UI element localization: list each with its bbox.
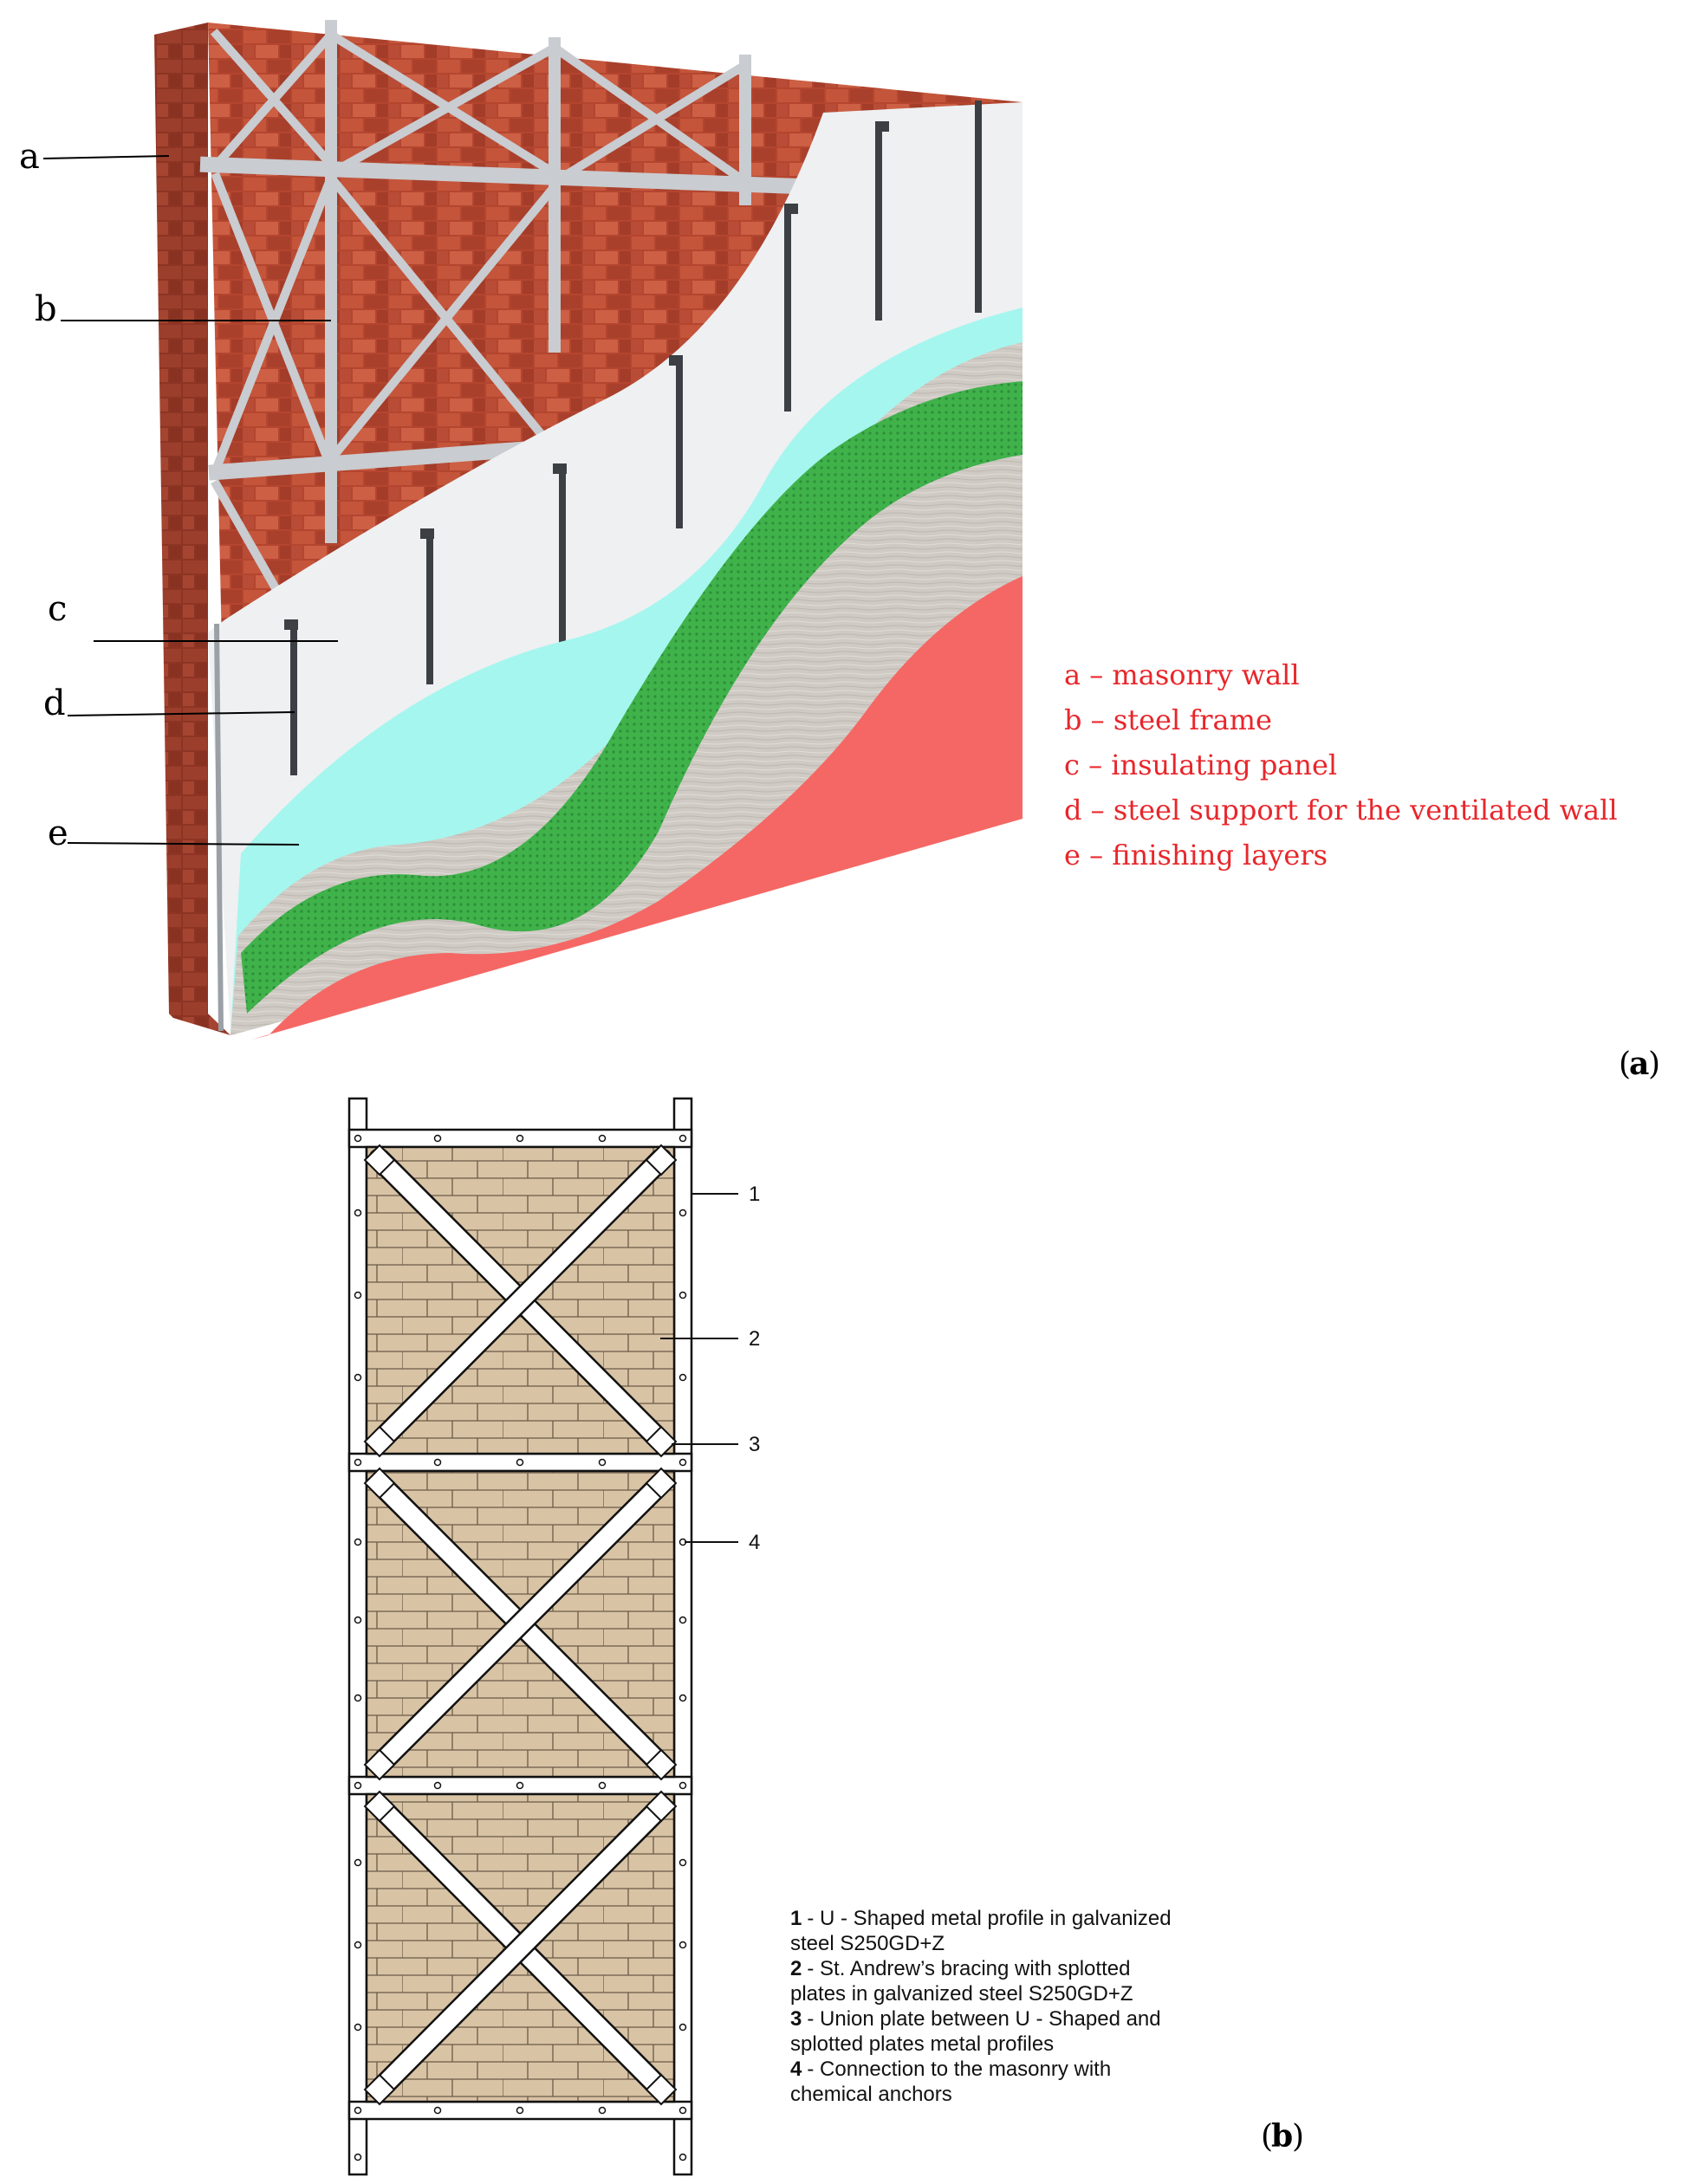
- callout-label-a: a: [19, 137, 40, 177]
- callout-label-e: e: [48, 813, 68, 853]
- legend-item-4-line-1: 4- Connection to the masonry with: [790, 2058, 1111, 2081]
- panel-edge: [214, 623, 224, 1032]
- panel-a-illustration: [154, 20, 1023, 1040]
- panel-b-legend: 1- U - Shaped metal profile in galvanize…: [790, 1907, 1172, 2106]
- callout-label-d: d: [43, 684, 66, 723]
- callout-label-c: c: [48, 589, 67, 629]
- callout-label-3: 3: [749, 1433, 760, 1456]
- panel-b-drawing: [347, 1097, 693, 2176]
- callout-label-2: 2: [749, 1327, 760, 1351]
- panel-label-a-open: (: [1619, 1047, 1631, 1082]
- panel-label-a: a: [1629, 1046, 1649, 1082]
- panel-a-callouts: [42, 155, 338, 846]
- legend-item-1-line-1: 1- U - Shaped metal profile in galvanize…: [790, 1907, 1172, 1930]
- panel-a-legend: a – masonry wall b – steel frame c – ins…: [1064, 658, 1618, 872]
- legend-item-1-line-2: steel S250GD+Z: [790, 1932, 945, 1955]
- callout-label-b: b: [35, 289, 57, 329]
- panel-label-b-open: (: [1261, 2119, 1273, 2155]
- panel-label-b: b: [1271, 2118, 1293, 2155]
- callout-label-1: 1: [749, 1183, 760, 1206]
- u-profile-right: [672, 1097, 693, 2176]
- panel-b-callouts: [660, 1193, 738, 1543]
- reinforcing-mesh: [241, 381, 1023, 1014]
- legend-item-2-line-1: 2- St. Andrew’s bracing with splotted: [790, 1957, 1130, 1980]
- legend-item-a: a – masonry wall: [1064, 658, 1300, 691]
- mortar-layer-lower: [230, 455, 1023, 1035]
- legend-item-e: e – finishing layers: [1064, 839, 1328, 872]
- red-finishing-layer: [251, 576, 1023, 1040]
- panel-label-a-close: ): [1648, 1047, 1660, 1082]
- union-plates: [363, 1144, 678, 2106]
- u-profile-left: [347, 1097, 368, 2176]
- bracing-bay-1: [368, 1148, 672, 1453]
- legend-item-3-line-2: splotted plates metal profiles: [790, 2032, 1054, 2056]
- legend-item-d: d – steel support for the ventilated wal…: [1064, 794, 1618, 826]
- wall-side-face: [154, 23, 230, 1035]
- panel-label-b-close: ): [1292, 2119, 1304, 2155]
- steel-supports: [284, 100, 982, 775]
- legend-item-b: b – steel frame: [1064, 703, 1272, 736]
- legend-item-4-line-2: chemical anchors: [790, 2083, 952, 2106]
- legend-item-3-line-1: 3- Union plate between U - Shaped and: [790, 2007, 1161, 2031]
- legend-item-c: c – insulating panel: [1064, 749, 1337, 781]
- bracing-bay-3: [368, 1795, 672, 2101]
- callout-label-4: 4: [749, 1531, 760, 1554]
- bracing-bay-2: [368, 1472, 672, 1776]
- legend-item-2-line-2: plates in galvanized steel S250GD+Z: [790, 1982, 1133, 2006]
- chemical-anchors: [354, 1134, 687, 2161]
